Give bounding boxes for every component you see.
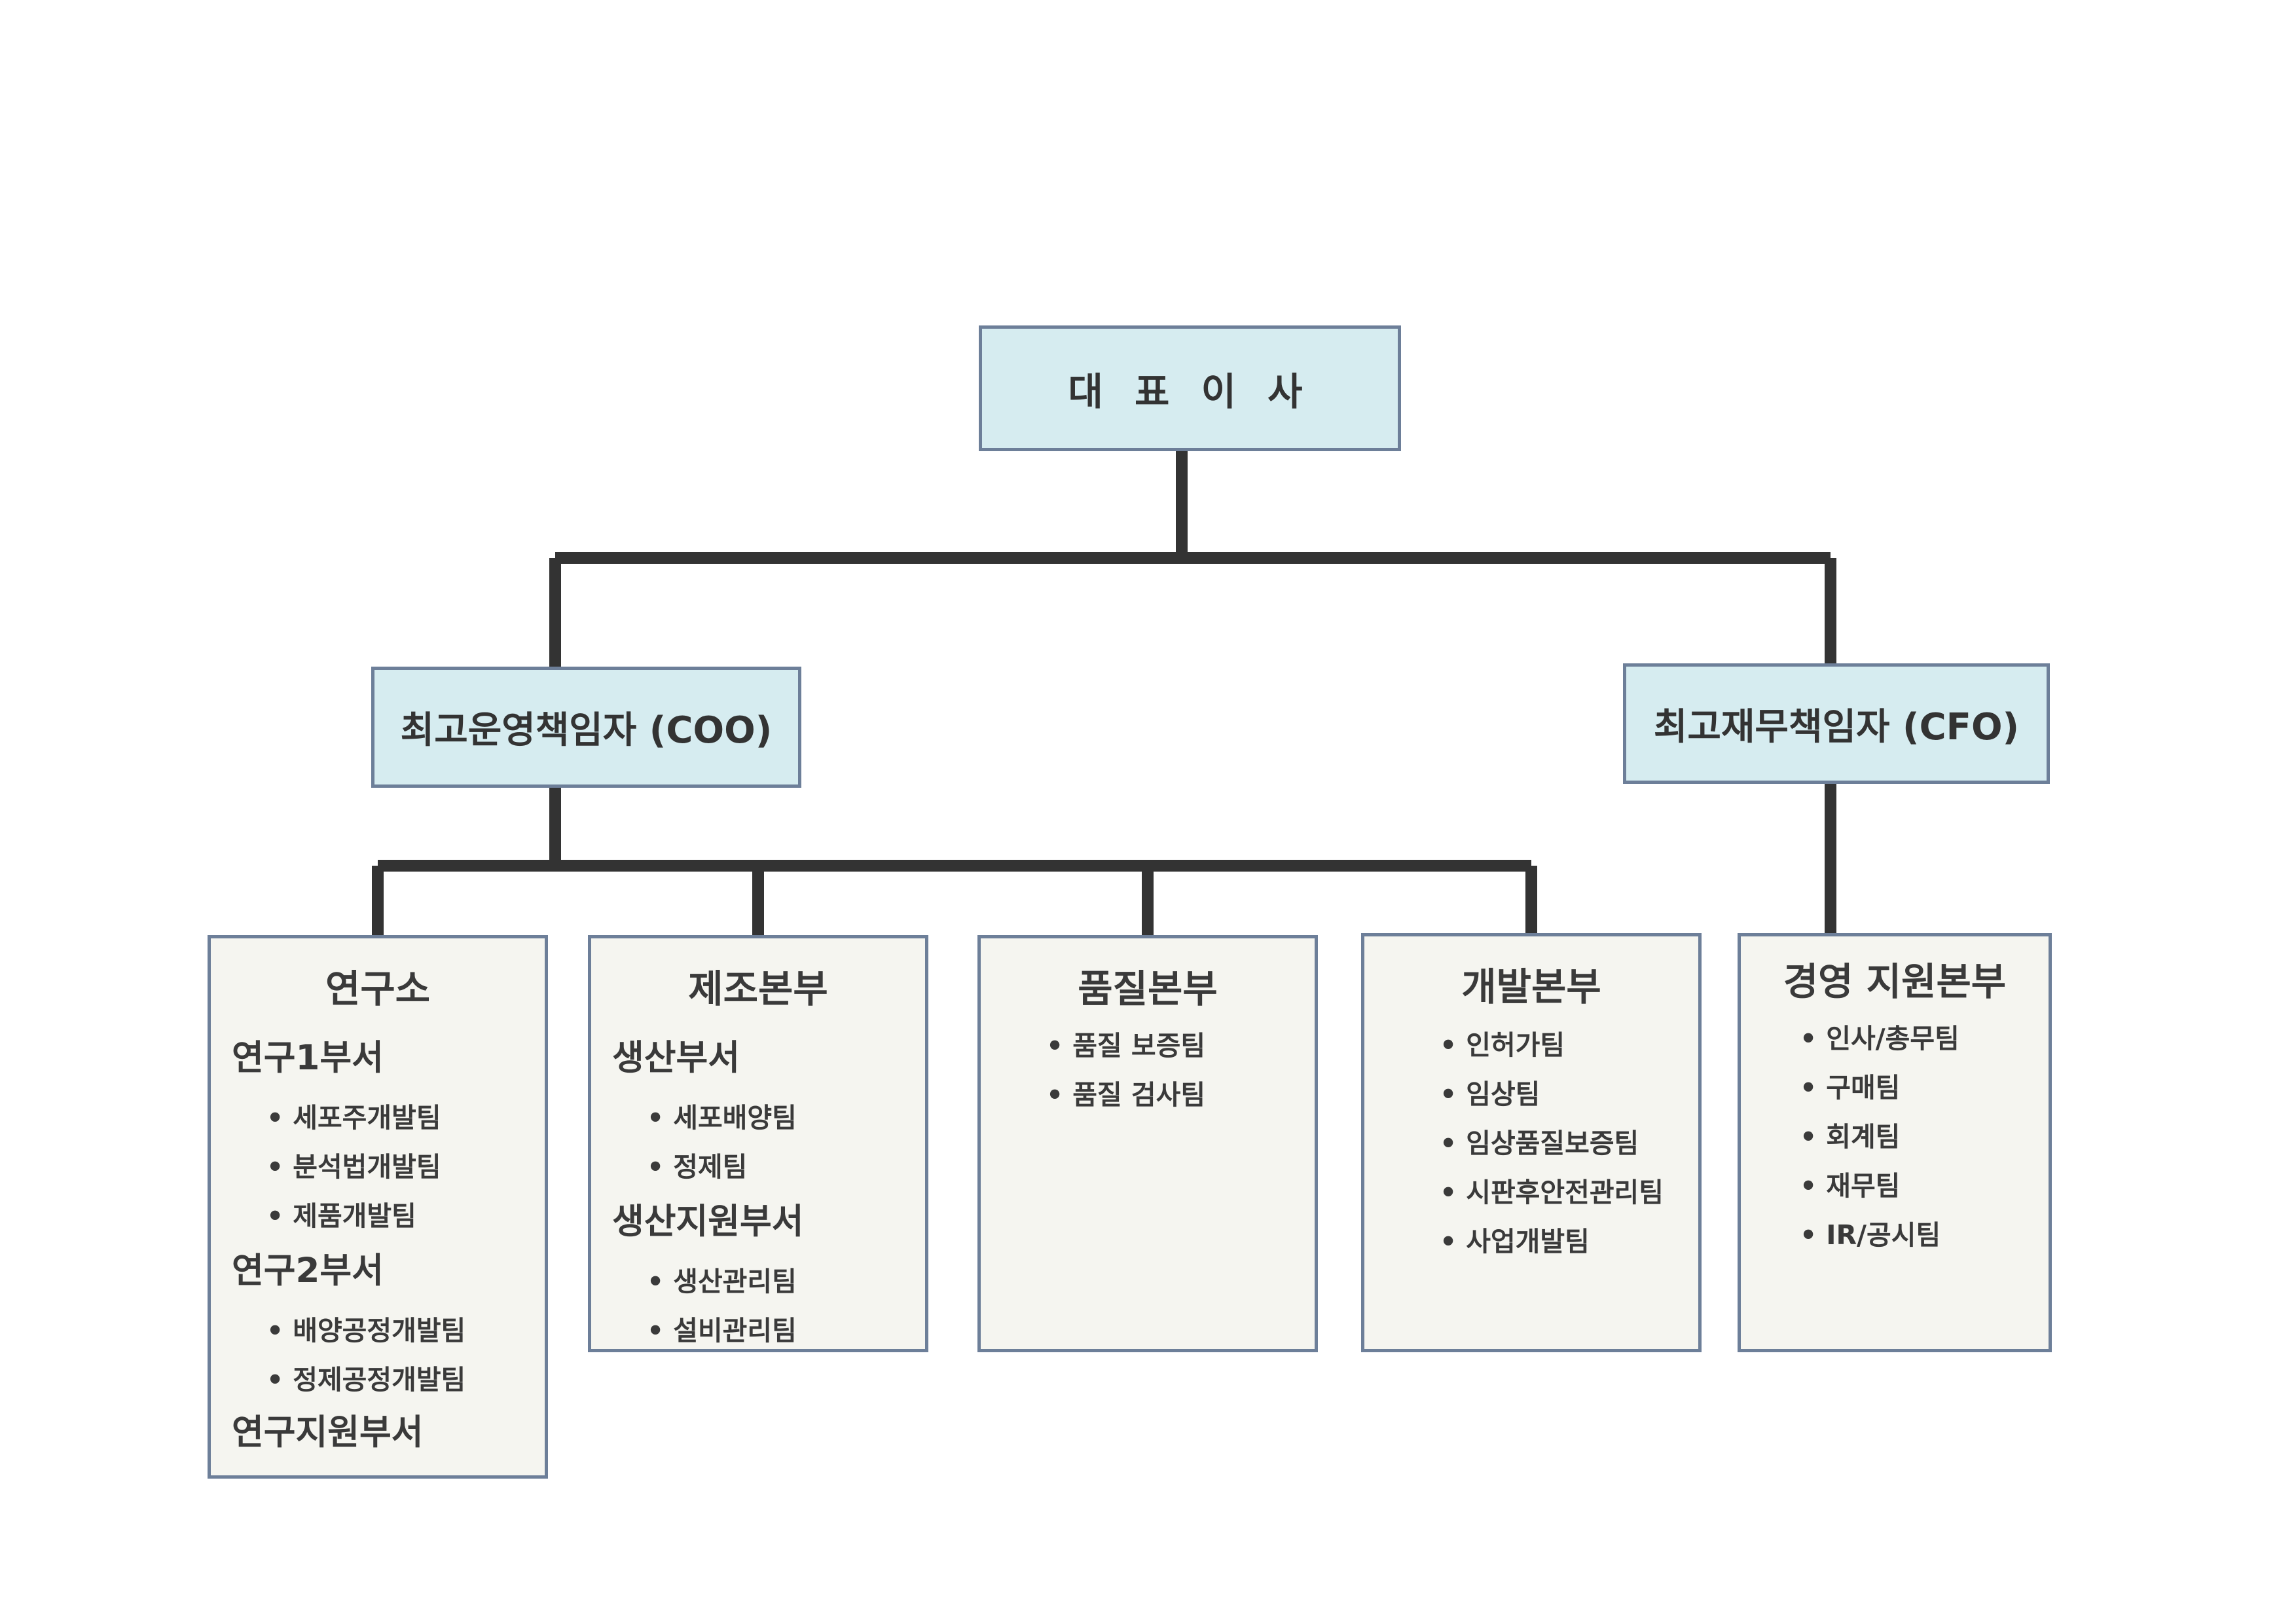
team-item: •임상팀 — [1440, 1079, 1540, 1110]
management-support-department-title: 경영 지원본부 — [1783, 959, 2007, 1004]
manufacturing-sub-unit-2: 생산지원부서 — [612, 1202, 804, 1242]
development-department-title: 개발본부 — [1461, 965, 1601, 1009]
team-item: •제품개발팀 — [266, 1200, 416, 1232]
team-item: •배양공정개발팀 — [266, 1315, 466, 1346]
team-item: •생산관리팀 — [647, 1266, 797, 1297]
team-item: •구매팀 — [1800, 1072, 1901, 1103]
team-item: •분석법개발팀 — [266, 1151, 441, 1183]
team-item: •임상품질보증팀 — [1440, 1128, 1639, 1159]
ceo-box: 대 표 이 사 — [979, 325, 1401, 451]
research-sub-unit-3: 연구지원부서 — [232, 1412, 424, 1452]
team-item: •사업개발팀 — [1440, 1226, 1590, 1257]
manufacturing-sub-unit-1: 생산부서 — [612, 1038, 740, 1078]
team-item: •인허가팀 — [1440, 1029, 1565, 1061]
quality-department-box: 품질본부 •품질 보증팀 •품질 검사팀 — [977, 935, 1318, 1352]
research-sub-unit-2: 연구2부서 — [232, 1251, 384, 1291]
coo-box: 최고운영책임자 (COO) — [371, 667, 801, 788]
cfo-label: 최고재무책임자 (CFO) — [1653, 705, 2020, 748]
cfo-box: 최고재무책임자 (CFO) — [1623, 663, 2050, 784]
ceo-label: 대 표 이 사 — [1068, 369, 1312, 414]
coo-label: 최고운영책임자 (COO) — [400, 709, 773, 752]
research-department-title: 연구소 — [325, 967, 431, 1011]
team-item: •인사/총무팀 — [1800, 1023, 1959, 1054]
research-department-box: 연구소 연구1부서 •세포주개발팀 •분석법개발팀 •제품개발팀 연구2부서 •… — [208, 935, 548, 1479]
quality-department-title: 품질본부 — [1078, 967, 1218, 1011]
team-item: •회계팀 — [1800, 1121, 1901, 1153]
manufacturing-department-box: 제조본부 생산부서 •세포배양팀 •정제팀 생산지원부서 •생산관리팀 •설비관… — [588, 935, 928, 1352]
team-item: •품질 보증팀 — [1046, 1030, 1206, 1061]
manufacturing-department-title: 제조본부 — [688, 967, 828, 1011]
management-support-department-box: 경영 지원본부 •인사/총무팀 •구매팀 •회계팀 •재무팀 •IR/공시팀 — [1738, 933, 2052, 1352]
team-item: •정제팀 — [647, 1151, 748, 1183]
team-item: •시판후안전관리팀 — [1440, 1177, 1664, 1208]
development-department-box: 개발본부 •인허가팀 •임상팀 •임상품질보증팀 •시판후안전관리팀 •사업개발… — [1361, 933, 1702, 1352]
team-item: •정제공정개발팀 — [266, 1364, 466, 1395]
team-item: •설비관리팀 — [647, 1315, 797, 1346]
team-item: •IR/공시팀 — [1800, 1219, 1941, 1251]
team-item: •품질 검사팀 — [1046, 1079, 1206, 1111]
team-item: •세포주개발팀 — [266, 1102, 441, 1134]
research-sub-unit-1: 연구1부서 — [232, 1038, 384, 1078]
team-item: •세포배양팀 — [647, 1102, 797, 1134]
team-item: •재무팀 — [1800, 1170, 1901, 1202]
